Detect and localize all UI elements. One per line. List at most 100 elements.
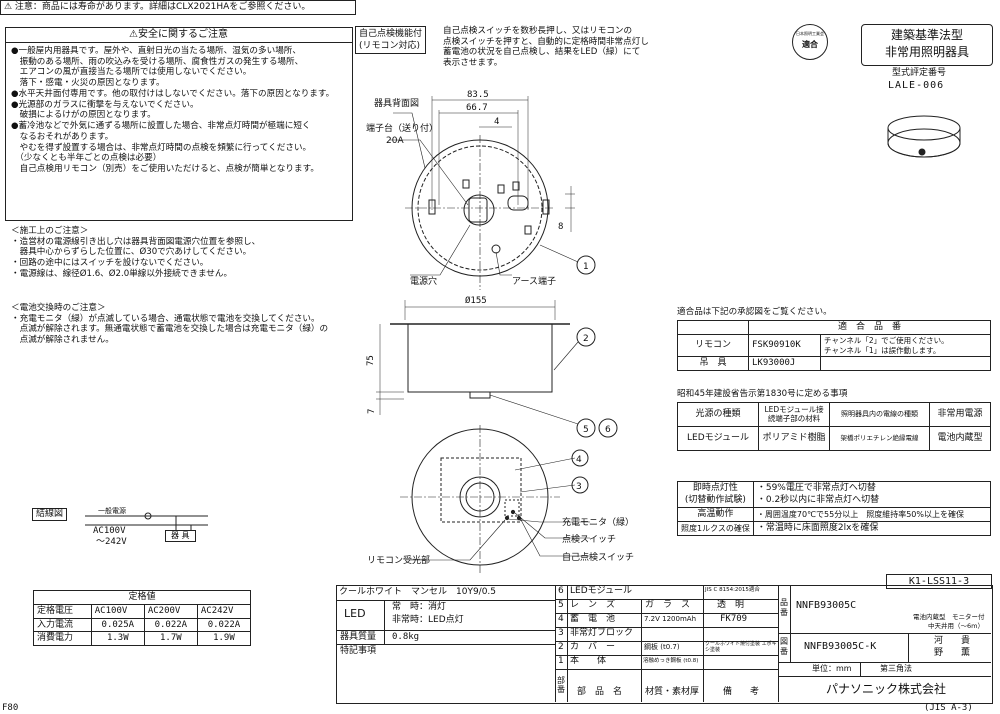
col-material: 材質・素材厚 [645, 687, 700, 697]
compat-caption: 適合品は下記の承認図をご覧ください。 [677, 307, 832, 317]
part-note: FK709 [720, 614, 748, 624]
light-source-table: 光源の種類 LEDモジュール接続端子部の材料 照明器具内の電線の種類 非常用電源… [676, 402, 992, 451]
approver-1: 河 貴 [934, 636, 971, 646]
perf-value: ・周囲温度70℃で55分以上 照度維持率50%以上を確保 [752, 507, 992, 523]
hinban-desc-1: 電池内蔵型 モニター付 [913, 613, 985, 621]
part-no: 1 [558, 656, 564, 666]
part-note: JIS C 8154:2015適合 [705, 587, 760, 593]
part-name: 本 体 [570, 656, 607, 666]
cert-label: 型式評定番号 [892, 68, 947, 78]
top-notice: ⚠ 注意：商品には寿命があります。詳細はCLX2021HAをご参照ください。 [0, 0, 356, 15]
dim-8: 8 [558, 222, 563, 232]
safety-line: 自己点検用リモコン（別売）をご使用いただけると、点検が簡単となります。 [11, 164, 319, 175]
perf-key: 高温動作 [677, 507, 754, 523]
dim-4: 4 [494, 117, 499, 127]
projection-label: 第三角法 [880, 664, 912, 673]
hinban-label: 品番 [780, 598, 788, 617]
remarks-label: 特記事項 [340, 646, 377, 656]
part-name: LEDモジュール [570, 586, 633, 596]
dim-7: 7 [367, 409, 377, 414]
col-note: 備 考 [723, 687, 760, 697]
performance-table: 即時点灯性 (切替動作試験) ・59%電圧で非常点灯へ切替 ・0.2秒以内に非常… [677, 480, 992, 536]
earth-terminal-label: アース端子 [512, 275, 556, 287]
category-line-1: 建築基準法型 [890, 28, 963, 42]
part-material: 溶融めっき鋼板 (t0.8) [643, 658, 699, 664]
cert-seal-org: 日本照明工業会 [796, 31, 824, 36]
part-material: ガ ラ ス [645, 600, 691, 610]
light-header: 非常用電源 [928, 402, 992, 427]
safety-title: ⚠安全に関するご注意 [5, 27, 352, 43]
safety-box [5, 27, 353, 221]
rating-col: AC100V [90, 603, 145, 619]
dim-155: Ø155 [465, 295, 487, 306]
dim-66-7: 66.7 [466, 103, 488, 113]
power-hole-label: 電源穴 [410, 275, 437, 287]
emergency-state: 非常時：LED点灯 [392, 615, 464, 625]
install-notes: ＜施工上のご注意＞ ・造営材の電源線引き出し穴は器具背面図電源穴位置を参照し、 … [11, 226, 260, 280]
weight-value: 0.8kg [392, 632, 420, 642]
self-check-label-2: (リモコン対応) [359, 41, 421, 52]
safety-line: ●蓄冷池などで外気に通ずる場所に設置した場合、非常点灯時間が極端に短く [11, 121, 311, 132]
part-note: クールホワイト焼付塗装 エポキシ塗装 [705, 641, 777, 653]
safety-lines: ●一般屋内用器具です。屋外や、直射日光の当たる場所、湿気の多い場所、 振動のある… [11, 46, 334, 175]
category-line-2: 非常用照明器具 [884, 45, 969, 59]
callout-3: 3 [576, 482, 582, 492]
install-note: ＜施工上のご注意＞ [11, 226, 89, 236]
rating-cell: 1.7W [143, 631, 198, 647]
hinban-value: NNFB93005C [796, 600, 857, 611]
perf-value: ・0.2秒以内に非常点灯へ切替 [756, 494, 880, 505]
self-check-desc-line: 表示させます。 [443, 58, 503, 69]
safety-line: 振動のある場所、雨の吹込みを受ける場所、腐食性ガスの発生する場所、 [11, 56, 304, 67]
safety-line: 破損によるけがの原因となります。 [11, 110, 156, 121]
rating-title: 定格値 [33, 590, 251, 605]
battery-note: 点滅が解除されます。無通電状態で蓄電池を交換した場合は充電モニタ（緑）の [11, 324, 329, 335]
wiring-voltage-1: AC100V [93, 526, 126, 536]
self-check-desc-line: 蓄電池の状況を自己点検し、結果をLED（緑）にて [443, 47, 641, 58]
light-value: ポリアミド樹脂 [758, 426, 831, 451]
install-note: ・電源線は、線径Ø1.6、Ø2.0単線以外接続できません。 [11, 268, 233, 279]
install-note: 器具中心からずらした位置に、Ø30で穴あけしてください。 [11, 247, 252, 258]
led-label: LED [344, 607, 366, 620]
compat-note: チャンネル「1」は誤作動します。 [824, 345, 941, 355]
rating-col: AC200V [143, 603, 198, 619]
rating-table: 定格値 定格電圧 AC100V AC200V AC242V 入力電流 0.025… [33, 590, 252, 647]
part-name: 非常灯ブロック [570, 628, 634, 638]
rating-cell: 0.022A [196, 617, 252, 633]
terminal-label: 端子台（送り付） [366, 122, 438, 134]
safety-line: ●一般屋内用器具です。屋外や、直射日光の当たる場所、湿気の多い場所、 [11, 46, 301, 56]
zuban-label: 図番 [780, 637, 788, 656]
self-check-desc-line: 自己点検スイッチを数秒長押し、又はリモコンの [443, 26, 633, 36]
document-number: K1-LSS11-3 [886, 574, 992, 589]
back-view-label: 器具背面図 [374, 97, 419, 109]
cert-seal-mark: 適合 [802, 40, 818, 49]
dim-75: 75 [366, 355, 376, 366]
perf-key: (切替動作試験) [684, 494, 746, 505]
self-check-label-1: 自己点検機能付 [359, 29, 423, 39]
rating-cell: 入力電流 [33, 617, 92, 633]
battery-notes: ＜電池交換時のご注意＞ ・充電モニタ（緑）が点滅している場合、通電状態で電池を交… [11, 303, 328, 346]
back-view [390, 96, 596, 290]
perf-key: 照度1ルクスの確保 [677, 521, 754, 536]
company-name: パナソニック株式会社 [826, 682, 947, 696]
light-value: 架橋ポリエチレン絶縁電線 [829, 426, 930, 451]
compat-name: 吊 具 [677, 356, 749, 372]
self-check-switch-label: 自己点検スイッチ [562, 551, 634, 563]
check-switch-label: 点検スイッチ [562, 533, 616, 545]
part-material: 鋼板 (t0.7) [644, 643, 680, 651]
wiring-diagram [85, 512, 208, 530]
battery-note: ＜電池交換時のご注意＞ [11, 303, 106, 313]
perf-value: ・59%電圧で非常点灯へ切替 [756, 483, 876, 493]
wiring-fixture: 器 具 [165, 530, 196, 542]
safety-line: 落下・感電・火災の原因となります。 [11, 78, 165, 89]
callout-5: 5 [583, 425, 589, 435]
part-no: 2 [558, 642, 564, 652]
part-no: 4 [558, 614, 564, 624]
battery-note: ・充電モニタ（緑）が点滅している場合、通電状態で電池を交換してください。 [11, 313, 320, 324]
compat-table: 適 合 品 番 リモコン FSK90910K チャンネル「2」でご使用ください。… [677, 320, 991, 372]
rating-cell: 消費電力 [33, 631, 92, 647]
part-name: カ バ ー [570, 642, 616, 652]
wiring-supply: 一般電源 [98, 507, 126, 515]
compat-model: LK93000J [747, 356, 822, 372]
rating-col: 定格電圧 [33, 603, 92, 619]
